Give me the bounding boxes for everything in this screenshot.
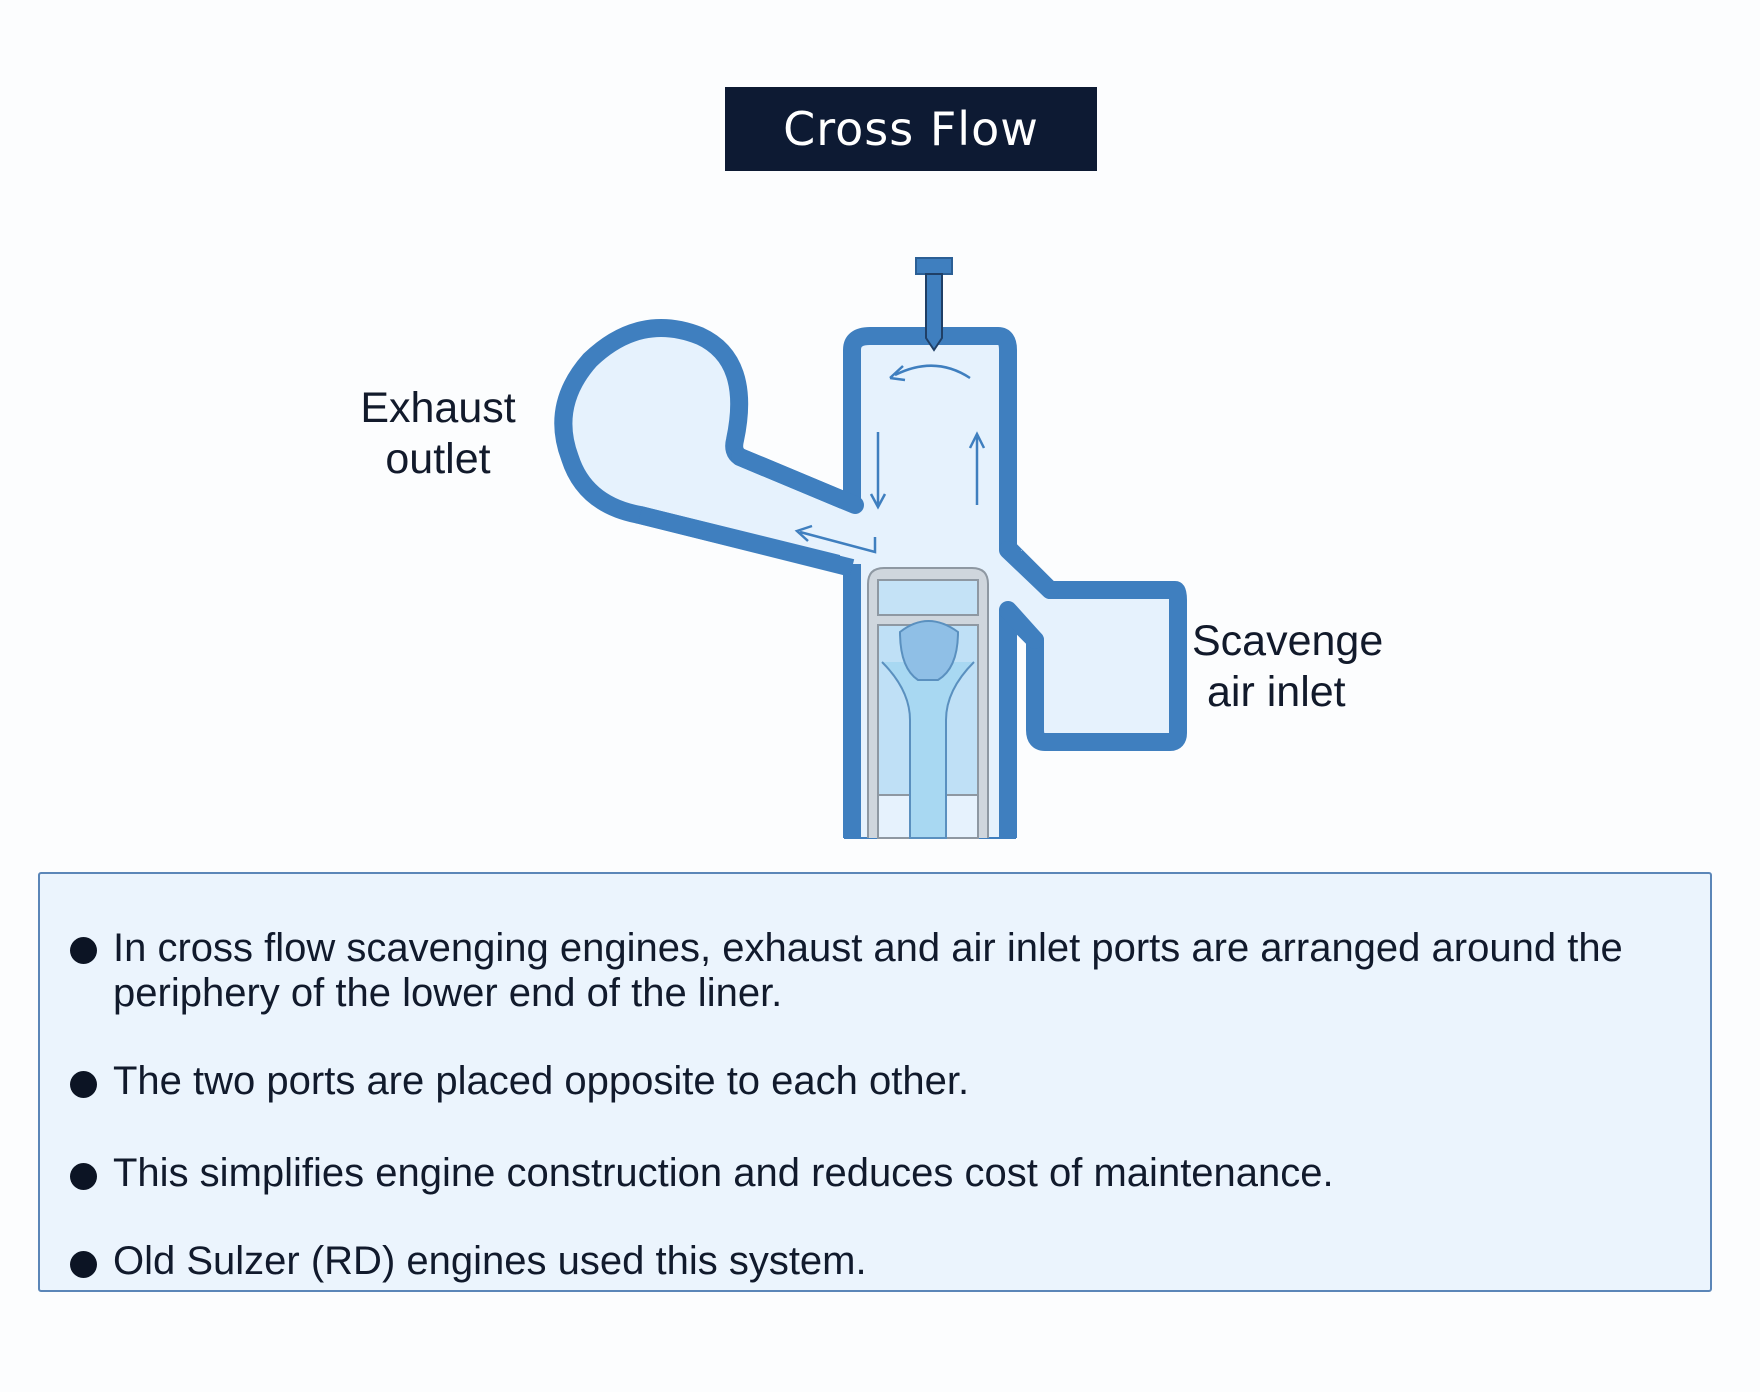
bullet-dot-icon xyxy=(70,1071,97,1098)
bullet-text: The two ports are placed opposite to eac… xyxy=(113,1059,970,1103)
bullet-text: This simplifies engine construction and … xyxy=(113,1151,1334,1195)
page-title: Cross Flow xyxy=(783,102,1039,156)
scavenge-label-line1: Scavenge xyxy=(1192,617,1384,665)
scavenge-label-line2: air inlet xyxy=(1207,668,1346,716)
title-banner: Cross Flow xyxy=(725,87,1097,171)
bullet-text: Old Sulzer (RD) engines used this system… xyxy=(113,1239,867,1283)
flow-arrows xyxy=(794,364,986,554)
scavenge-air-inlet-label: Scavenge air inlet xyxy=(1192,616,1422,718)
exhaust-label-line2: outlet xyxy=(385,435,491,483)
bullet-dot-icon xyxy=(70,1251,97,1278)
exhaust-port-opening xyxy=(840,506,866,564)
bullet-dot-icon xyxy=(70,937,97,964)
bullet-text: In cross flow scavenging engines, exhaus… xyxy=(113,926,1623,1015)
exhaust-label-line1: Exhaust xyxy=(360,384,516,432)
info-box: In cross flow scavenging engines, exhaus… xyxy=(38,872,1712,1292)
piston xyxy=(867,567,989,839)
exhaust-outlet-label: Exhaust outlet xyxy=(338,383,538,485)
exhaust-manifold xyxy=(554,319,864,577)
fuel-injector-icon xyxy=(915,257,953,352)
bullet-dot-icon xyxy=(70,1163,97,1190)
